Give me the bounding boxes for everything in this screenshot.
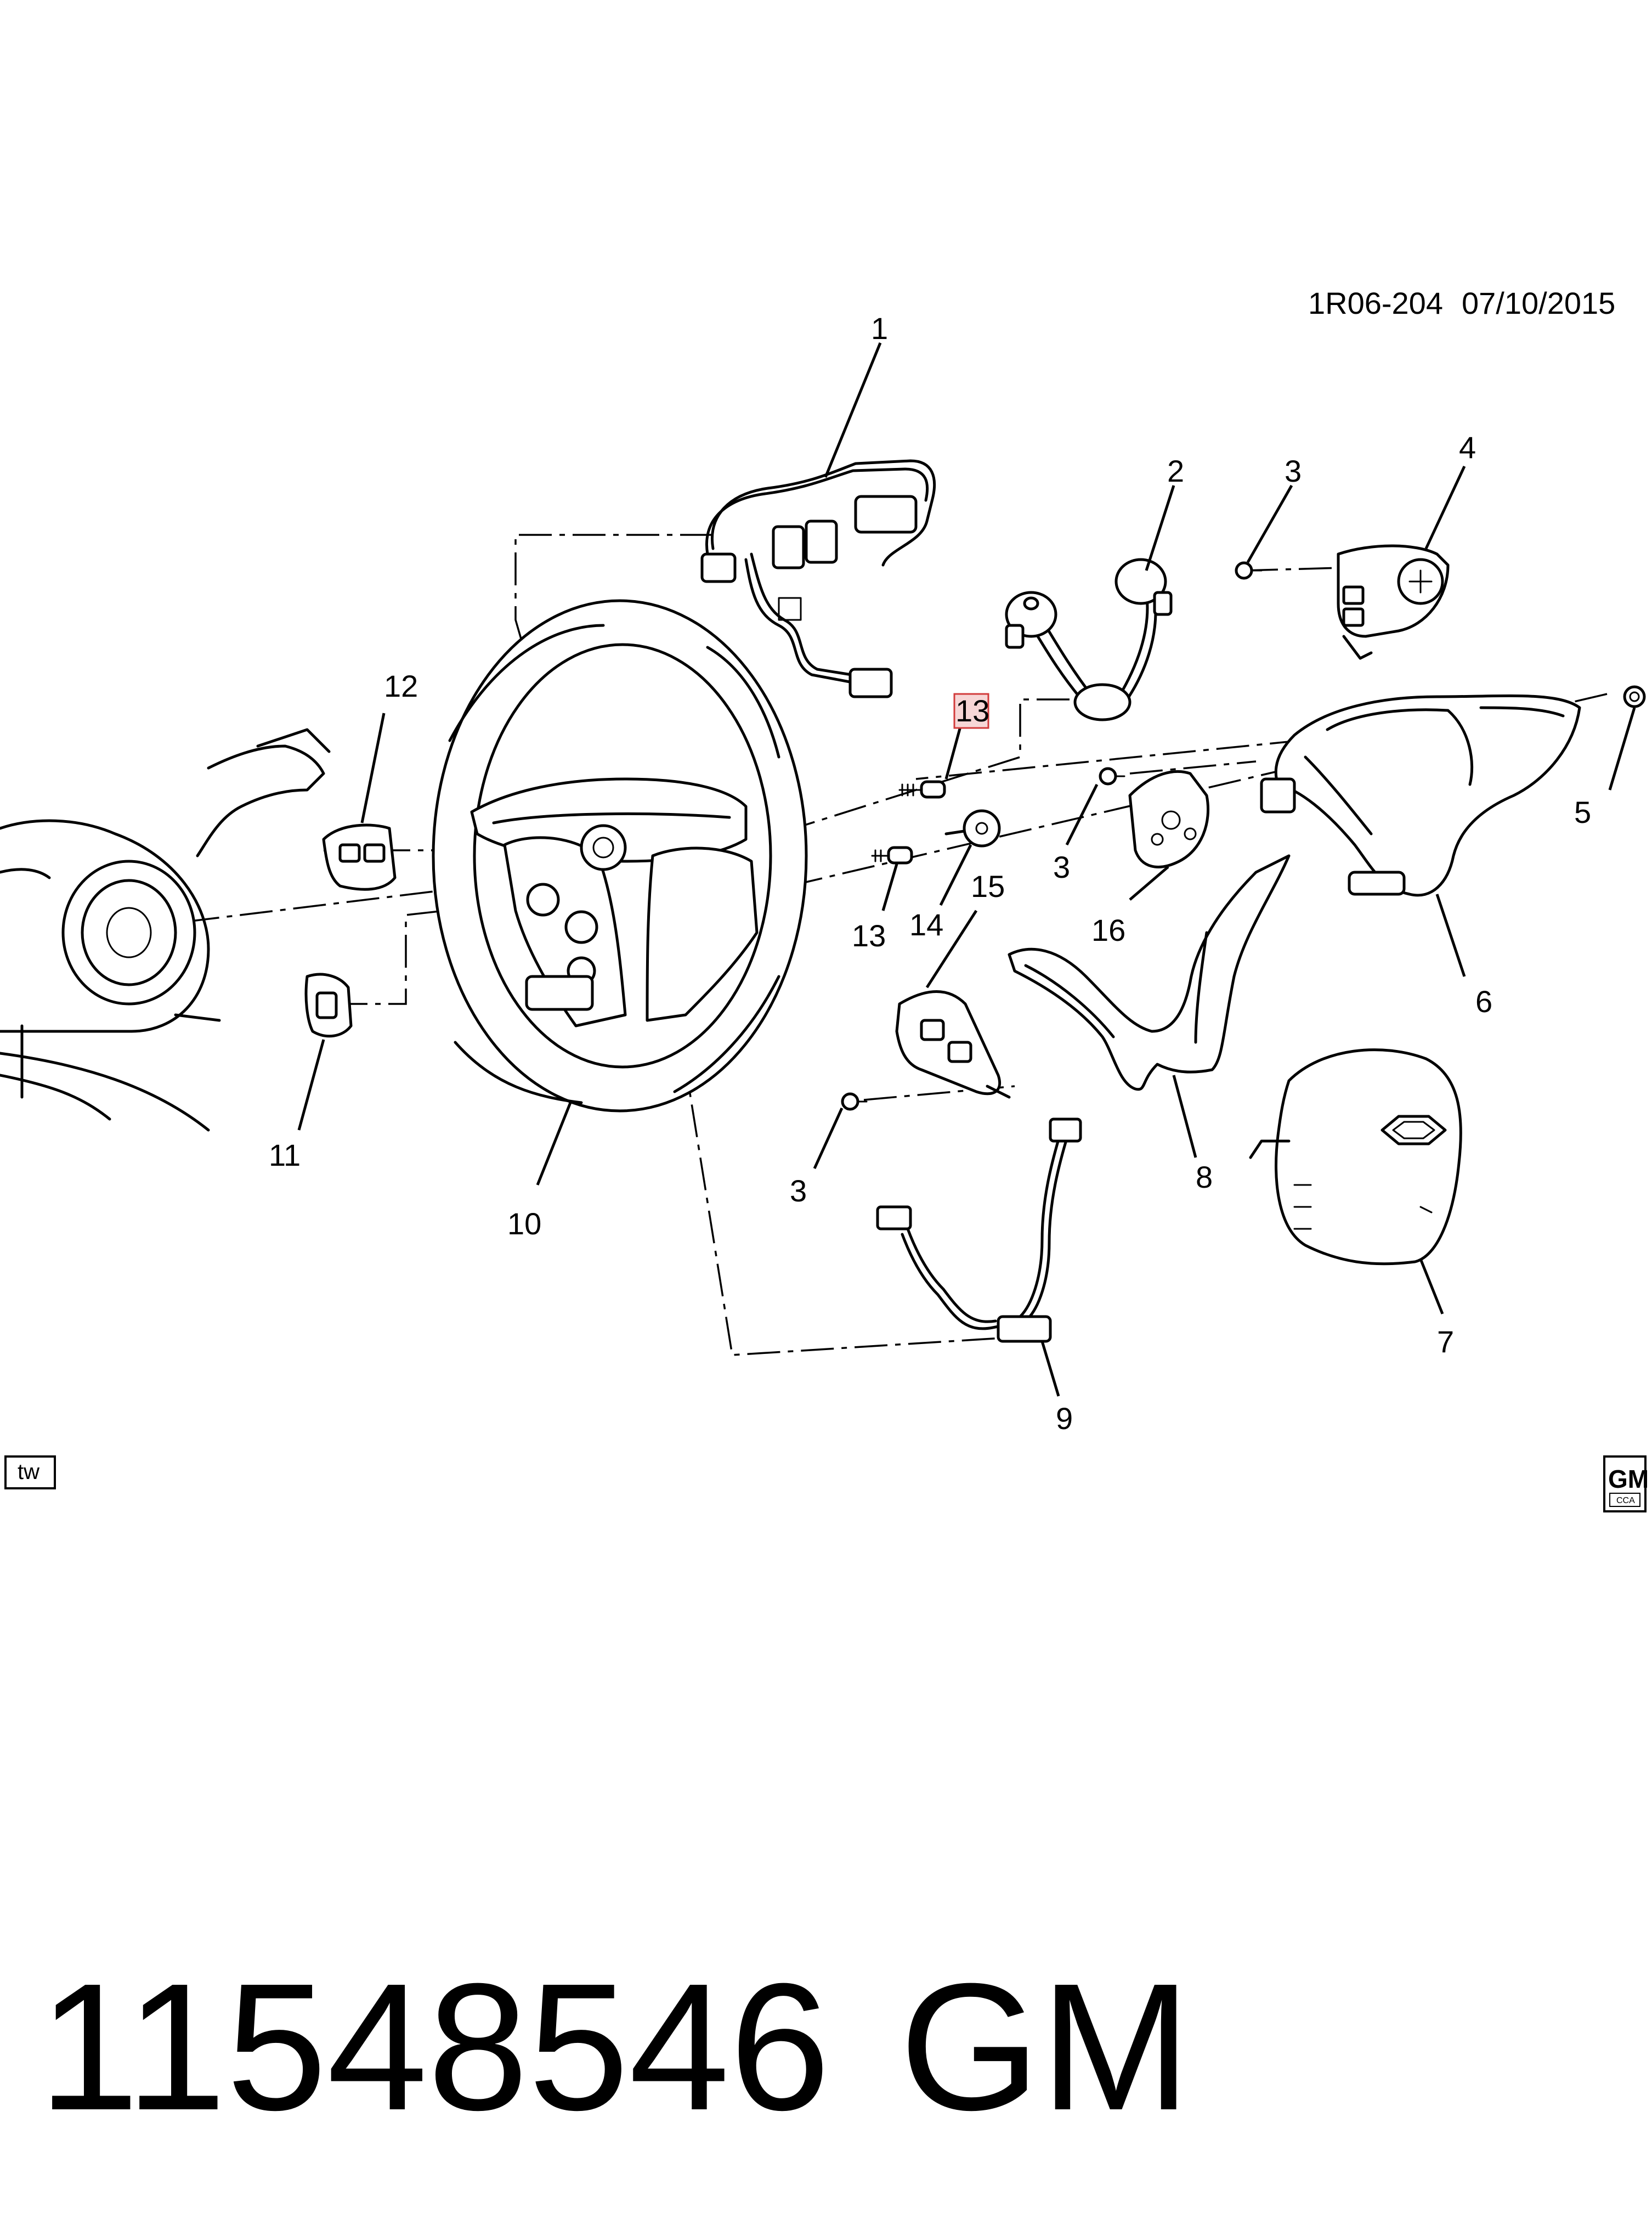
svg-text:tw: tw <box>18 1460 39 1484</box>
left-side-switch <box>322 823 397 891</box>
doc-id: 1R06-204 <box>1308 286 1443 320</box>
callout-6: 6 <box>1475 984 1492 1019</box>
callout-labels: 1 2 3 4 5 6 3 16 12 13 13 14 15 11 10 8 … <box>269 311 1591 1436</box>
callout-10: 10 <box>507 1206 541 1241</box>
screw-top <box>1235 561 1263 580</box>
right-control-switch <box>1337 544 1450 660</box>
gm-logo: GM CCA <box>1603 1455 1649 1512</box>
wiring-harness-lower <box>876 1117 1082 1343</box>
wiring-harness-upper <box>700 459 936 698</box>
callout-3-lower: 3 <box>790 1173 807 1208</box>
part-number-caption: 11548546 <box>38 1945 830 2148</box>
brand-caption: GM <box>899 1945 1191 2148</box>
callout-3-mid: 3 <box>1053 850 1070 884</box>
callout-13-upper: 13 <box>955 693 989 728</box>
tw-mark: tw <box>4 1455 56 1489</box>
upper-bezel-trim <box>1260 694 1581 897</box>
callout-2: 2 <box>1167 454 1184 488</box>
callout-13-highlight <box>953 693 989 729</box>
screw-mid <box>1099 767 1125 786</box>
lower-side-switch <box>304 973 353 1038</box>
callout-1: 1 <box>871 311 888 346</box>
callout-16: 16 <box>1091 913 1125 947</box>
airbag-module <box>1249 1048 1462 1266</box>
callout-9: 9 <box>1056 1401 1073 1436</box>
callout-11: 11 <box>269 1138 301 1172</box>
leader-lines <box>297 342 1636 1397</box>
left-control-switch <box>1128 770 1210 868</box>
screw-lower <box>841 1092 868 1111</box>
steering-column <box>0 728 331 1132</box>
lower-bezel-trim <box>1008 854 1291 1091</box>
lower-switch <box>895 990 1011 1099</box>
center-bolt <box>944 809 1001 848</box>
callout-4: 4 <box>1459 430 1476 465</box>
bolt-lower <box>871 846 913 865</box>
doc-date: 07/10/2015 <box>1462 286 1615 320</box>
bolt-upper <box>898 780 946 799</box>
callout-3-top: 3 <box>1285 454 1302 488</box>
callout-14: 14 <box>909 907 943 942</box>
steering-wheel <box>432 599 808 1113</box>
callout-5: 5 <box>1574 795 1591 829</box>
callout-13-lower: 13 <box>852 918 886 953</box>
switch-harness <box>1005 558 1173 721</box>
callout-8: 8 <box>1196 1160 1213 1194</box>
svg-text:CCA: CCA <box>1616 1496 1635 1505</box>
svg-text:GM: GM <box>1608 1465 1649 1493</box>
screw-right <box>1623 685 1646 708</box>
callout-12: 12 <box>384 669 418 703</box>
callout-7: 7 <box>1437 1324 1454 1359</box>
callout-15: 15 <box>971 869 1005 904</box>
